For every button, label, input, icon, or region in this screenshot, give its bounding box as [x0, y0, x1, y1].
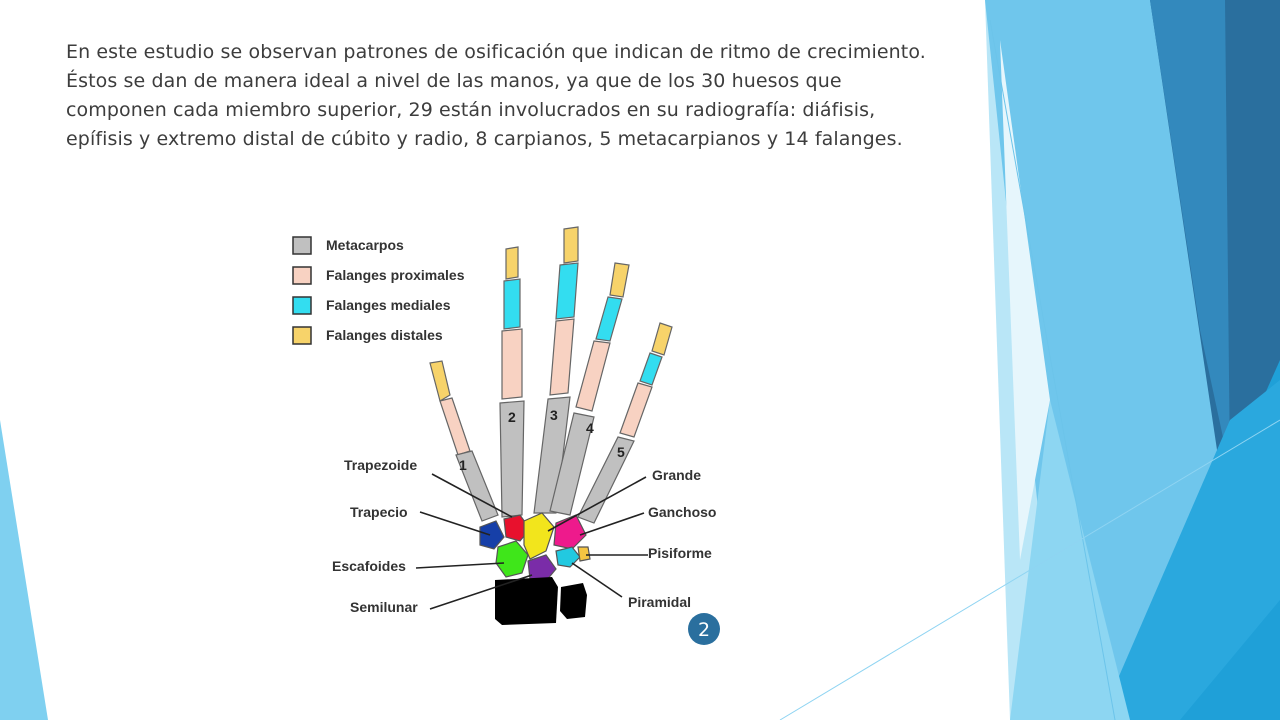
- legend-swatch-falanges-distales: [292, 326, 312, 345]
- escafoides-bone: [495, 540, 529, 578]
- piramidal-bone: [555, 546, 581, 568]
- legend-label-falanges-distales: Falanges distales: [326, 327, 443, 343]
- grande-bone: [523, 512, 555, 560]
- label-semilunar: Semilunar: [350, 599, 418, 615]
- legend-label-falanges-mediales: Falanges mediales: [326, 297, 451, 313]
- finger-5: [577, 322, 673, 524]
- finger-number-3: 3: [550, 407, 558, 423]
- label-escafoides: Escafoides: [332, 558, 406, 574]
- legend-swatch-falanges-mediales: [292, 296, 312, 315]
- finger-2: [499, 246, 525, 518]
- pisiforme-bone: [577, 546, 591, 562]
- carpal-bones: [479, 512, 591, 582]
- legend-label-falanges-proximales: Falanges proximales: [326, 267, 465, 283]
- slide-number: 2: [698, 619, 710, 641]
- finger-1: [429, 360, 499, 522]
- finger-number-2: 2: [508, 409, 516, 425]
- label-ganchoso: Ganchoso: [648, 504, 716, 520]
- ganchoso-bone: [553, 514, 587, 550]
- finger-number-1: 1: [459, 457, 467, 473]
- legend-swatch-falanges-proximales: [292, 266, 312, 285]
- slide-number-badge: 2: [688, 613, 720, 645]
- finger-number-4: 4: [586, 420, 594, 436]
- hand-bones-diagram: Metacarpos Falanges proximales Falanges …: [292, 226, 720, 645]
- leader-lines: [415, 473, 648, 610]
- label-pisiforme: Pisiforme: [648, 545, 712, 561]
- label-grande: Grande: [652, 467, 701, 483]
- trapecio-bone: [479, 520, 505, 550]
- finger-4: [549, 262, 630, 516]
- label-piramidal: Piramidal: [628, 594, 691, 610]
- legend-label-metacarpos: Metacarpos: [326, 237, 404, 253]
- label-trapezoide: Trapezoide: [344, 457, 417, 473]
- legend: Metacarpos Falanges proximales Falanges …: [292, 236, 465, 345]
- finger-number-5: 5: [617, 444, 625, 460]
- radius-ulna: [495, 577, 587, 625]
- label-trapecio: Trapecio: [350, 504, 408, 520]
- intro-paragraph: En este estudio se observan patrones de …: [66, 41, 926, 150]
- finger-3: [533, 226, 579, 514]
- legend-swatch-metacarpos: [292, 236, 312, 255]
